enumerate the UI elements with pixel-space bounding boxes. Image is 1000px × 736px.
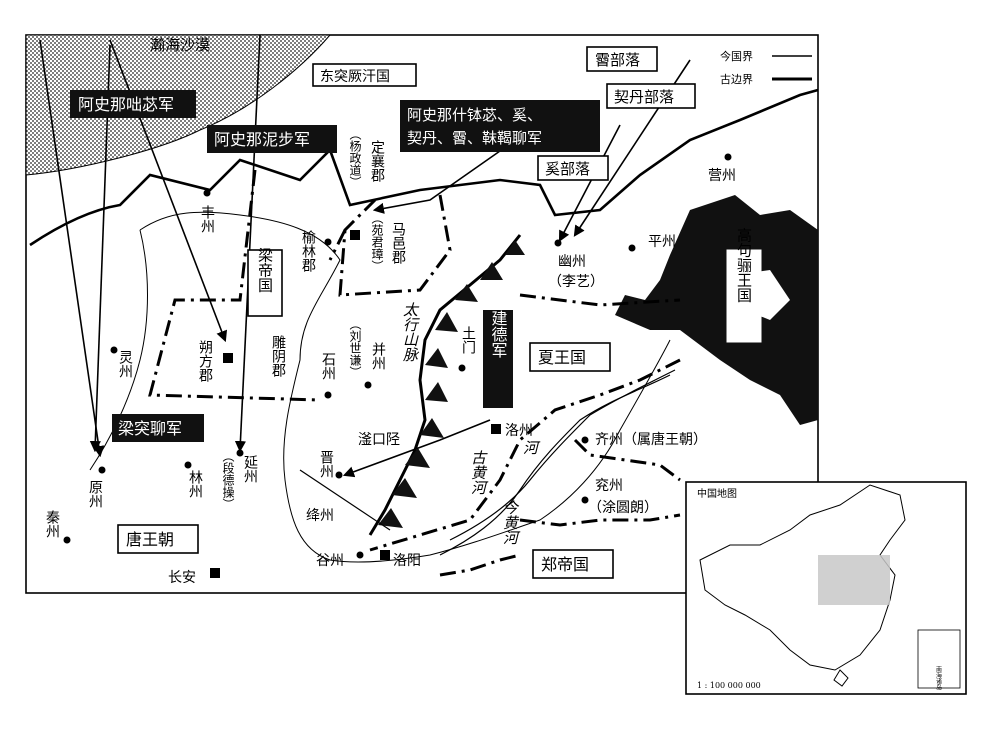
inset-scale: 1 : 100 000 000 — [697, 681, 761, 690]
place-lingzhou: 灵州 — [117, 350, 133, 378]
place-xu-yuanlang: （涂圆朗） — [588, 500, 658, 516]
place-labels: 定襄郡 （杨政道） 马邑郡 （苑君璋） 榆林郡 丰州 灵州 朔方郡 雕阴郡 石州… — [44, 128, 736, 586]
place-shizhou: 石州 — [320, 352, 336, 380]
place-yang-zhengdao: （杨政道） — [348, 128, 362, 188]
rivers — [299, 369, 676, 556]
army-dou-jiande: 窦建德军 — [489, 294, 508, 358]
region-labels: 瀚海沙漠 东突厥汗国 霫部落 契丹部落 奚部落 梁帝国 夏王国 唐王朝 郑帝国 … — [117, 36, 762, 579]
inset-sea-label: 南海诸岛 — [935, 665, 942, 691]
ancient-borders — [148, 169, 681, 577]
army-ashina-shibobi-line1: 阿史那什钵苾、奚、 — [407, 106, 542, 124]
place-yuan-junzhang: （苑君璋） — [370, 212, 384, 272]
place-li-yi: （李艺） — [548, 274, 604, 290]
terrain-outline — [139, 211, 671, 563]
region-xia: 夏王国 — [538, 348, 586, 367]
place-taihang: 太行山脉 — [401, 302, 420, 362]
place-linzhou: 林州 — [187, 470, 203, 498]
place-tumen: 土门 — [460, 326, 476, 355]
place-diaoyin: 雕阴郡 — [270, 335, 286, 377]
modern-border — [29, 88, 819, 247]
inset-highlight — [818, 555, 890, 605]
region-dongtujue: 东突厥汗国 — [320, 69, 390, 85]
place-duan-dexiao: （段德操） — [221, 450, 235, 510]
place-yanzhou: 延州 — [242, 455, 258, 483]
place-luozhou: 洛州 — [505, 423, 533, 439]
place-shuofang: 朔方郡 — [197, 340, 213, 382]
place-yanzhou-east: 兖州 — [595, 478, 623, 494]
place-jinzhou: 晋州 — [318, 450, 334, 478]
place-river-word: 河 — [520, 440, 540, 455]
place-jiangzhou: 绛州 — [306, 508, 334, 524]
region-goguryeo: 高句骊王国 — [735, 228, 753, 303]
place-dingxiang: 定襄郡 — [369, 140, 385, 182]
place-qinzhou: 秦州 — [44, 510, 60, 538]
place-yingzhou: 营州 — [708, 168, 736, 184]
place-fengzhou: 丰州 — [199, 205, 215, 233]
region-desert: 瀚海沙漠 — [150, 36, 210, 54]
inset-map: 中国地图 南海诸岛 1 : 100 000 000 — [685, 481, 967, 695]
bohai-dark-area — [615, 195, 818, 425]
army-ashina-nibu: 阿史那泥步军 — [214, 130, 310, 149]
region-qidan-tribe: 契丹部落 — [614, 88, 674, 106]
place-yulin: 榆林郡 — [300, 230, 316, 272]
taihang-mountains — [368, 234, 525, 536]
place-yuanzhou: 原州 — [87, 480, 103, 508]
place-modern-river: 今黄河 — [500, 500, 520, 545]
place-guzhou: 谷州 — [316, 553, 344, 569]
place-liu-shirang: （刘世谦） — [348, 318, 362, 378]
place-youzhou: 幽州 — [558, 254, 586, 270]
region-tang: 唐王朝 — [126, 530, 174, 549]
legend: 今国界 古边界 — [720, 49, 812, 86]
place-ancient-river: 古黄河 — [468, 450, 488, 495]
army-labels: 阿史那咄苾军 阿史那泥步军 阿史那什钵苾、奚、 契丹、霫、靺鞨聊军 梁突聊军 窦… — [70, 90, 600, 442]
terrain-outline-west — [89, 229, 148, 471]
legend-modern: 今国界 — [720, 49, 753, 63]
army-ashina-shibobi-line2: 契丹、霫、靺鞨聊军 — [407, 129, 542, 147]
place-changan: 长安 — [168, 570, 196, 586]
inset-china-outline — [699, 484, 906, 671]
region-zheng: 郑帝国 — [541, 555, 589, 574]
region-liang: 梁帝国 — [256, 248, 274, 293]
place-luoyang: 洛阳 — [393, 553, 421, 569]
inset-sea-box — [917, 629, 961, 689]
place-mayi: 马邑郡 — [390, 222, 406, 264]
place-qizhou: 齐州（属唐王朝） — [595, 431, 707, 448]
army-ashina-duobi: 阿史那咄苾军 — [78, 95, 174, 114]
place-bingzhou: 并州 — [370, 342, 386, 370]
place-pingzhou: 平州 — [648, 234, 676, 250]
region-xi-tribe: 霫部落 — [595, 51, 640, 69]
inset-title: 中国地图 — [697, 487, 737, 500]
region-xi-ethnic: 奚部落 — [545, 160, 590, 178]
place-fukou: 滏口陉 — [358, 432, 400, 448]
army-liang-tujue: 梁突聊军 — [118, 419, 182, 438]
place-markers — [63, 153, 732, 578]
legend-ancient: 古边界 — [720, 73, 753, 86]
